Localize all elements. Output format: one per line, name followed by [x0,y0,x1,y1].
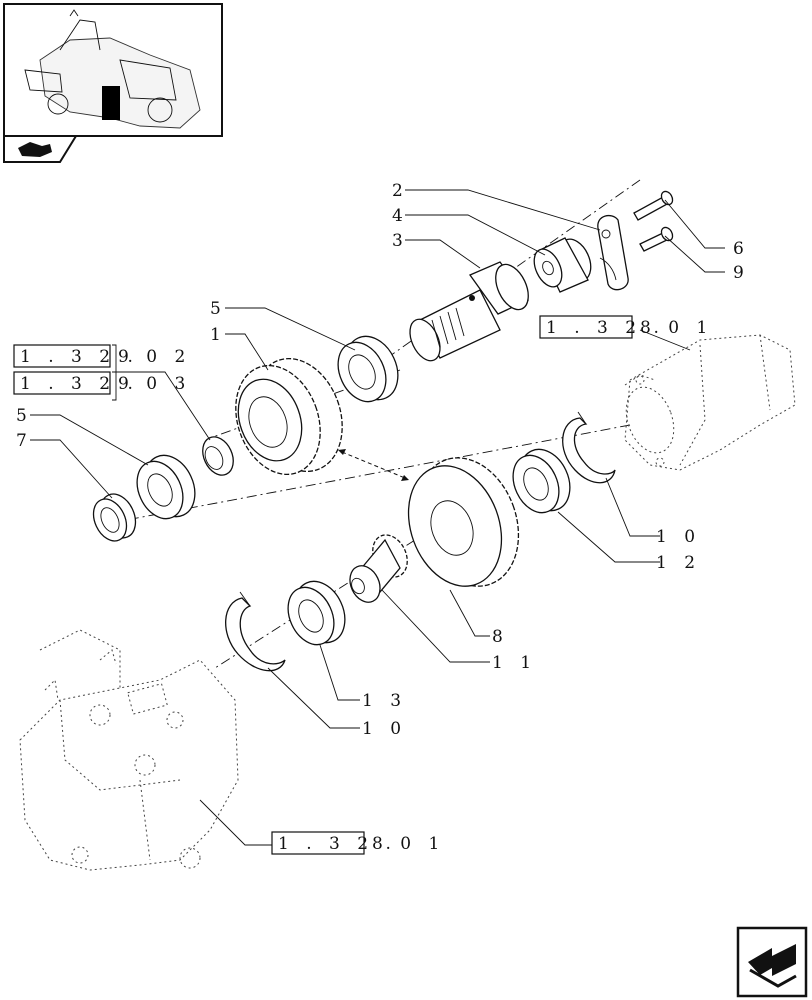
bearing-part-5-lower [136,454,196,520]
next-page-icon[interactable] [736,926,808,998]
leader-10b [267,667,360,729]
callout-5-upper: 5 [210,299,227,319]
gear-part-8 [407,457,520,587]
leader-13 [319,644,360,701]
reference-box-text: 1 . 3 2 . [20,374,139,394]
bearing-part-12 [512,448,571,514]
hydraulic-pump [19,629,239,871]
prev-page-icon[interactable] [3,135,78,163]
callout-12: 1 2 [656,553,701,573]
leader-5b [30,414,149,466]
leader-2 [405,189,601,231]
leader-motor-ref [639,329,691,351]
leader-1 [225,333,269,371]
leader-pump-ref [199,799,272,846]
pinion-part-11 [349,534,408,603]
bolt-part-6 [633,190,674,221]
reference-link-9-03[interactable]: 1 . 3 2 . 9 0 3 [13,371,191,395]
bearing-part-5-upper [337,335,399,403]
callout-4: 4 [392,206,409,226]
gear-part-1 [235,357,343,476]
reference-tail-text: 9 0 2 [118,347,191,367]
leader-9 [664,235,725,273]
callout-7: 7 [16,431,33,451]
callout-11: 1 1 [492,653,537,673]
reference-link-pump-8-01[interactable]: 1 . 3 2 . 8 0 1 [271,831,445,855]
leader-4 [405,214,546,256]
reference-link-motor-8-01[interactable]: 1 . 3 2 . 8 0 1 [539,315,713,339]
callout-10-lower: 1 0 [362,719,407,739]
callout-1: 1 [210,325,227,345]
reference-box-text: 1 . 3 2 . [20,347,139,367]
callout-9: 9 [733,263,750,283]
snap-ring-part-10-lower [225,591,286,672]
snap-ring-part-10-upper [562,411,616,484]
callout-10-upper: 1 0 [656,527,701,547]
callout-5-lower: 5 [16,406,33,426]
callout-8: 8 [492,627,509,647]
callout-13: 1 3 [362,691,407,711]
spacer-ring [202,436,234,476]
reference-tail-text: 9 0 3 [118,374,191,394]
callout-2: 2 [392,181,409,201]
leader-6 [664,199,725,249]
reference-bracket [112,344,117,401]
reference-box-text: 1 . 3 2 . [546,318,665,338]
leader-3 [405,239,481,269]
callout-3: 3 [392,231,409,251]
reference-tail-text: 8 0 1 [372,834,445,854]
bearing-part-13 [287,580,346,646]
sleeve-part-4 [533,237,592,293]
bolt-part-9 [639,226,674,252]
leader-12 [557,511,660,563]
leader-11 [381,589,490,663]
reference-tail-text: 8 0 1 [640,318,713,338]
reference-link-9-02[interactable]: 1 . 3 2 . 9 0 2 [13,344,191,368]
leader-7 [30,439,113,499]
leader-8 [449,589,490,637]
plate-part-2 [597,214,629,291]
leader-ref-903 [112,371,211,441]
leader-5a [225,307,356,351]
tractor-thumbnail-icon[interactable] [3,3,223,137]
hydraulic-motor [624,334,796,471]
reference-box-text: 1 . 3 2 . [278,834,397,854]
callout-6: 6 [733,239,750,259]
ring-part-7 [92,493,137,542]
leader-10a [605,477,660,537]
shaft-part-3 [409,261,529,362]
